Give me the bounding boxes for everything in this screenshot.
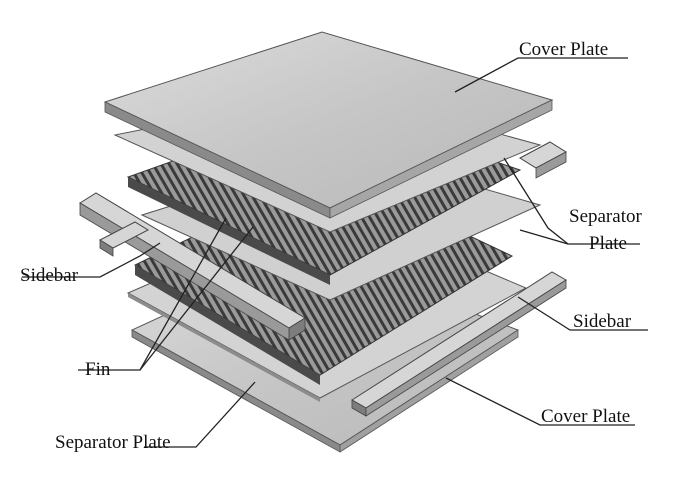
label-sidebar-right: Sidebar (573, 311, 632, 332)
leader-sidebar-left (22, 242, 161, 278)
sidebar-right-bar (351, 271, 567, 417)
leader-cover-plate-bottom (445, 377, 635, 426)
leader-lines (22, 57, 648, 448)
label-cover-plate-bottom: Cover Plate (541, 406, 630, 427)
sidebar-right-short-bar (519, 141, 567, 179)
leader-separator-right-b (519, 229, 569, 245)
label-sidebar-left: Sidebar (20, 265, 79, 286)
label-fin: Fin (85, 359, 111, 380)
leader-fin-b (139, 226, 254, 371)
label-separator-plate-right-line1: Separator (569, 206, 642, 227)
leader-sidebar-right (517, 296, 648, 331)
label-separator-plate-right-line2: Plate (589, 233, 627, 254)
leader-separator-right-a (503, 157, 640, 245)
label-separator-plate-bottom: Separator Plate (55, 432, 171, 453)
cover-plate-top (103, 31, 554, 219)
leader-separator-bottom (144, 381, 256, 448)
leader-cover-plate-top (454, 57, 628, 93)
label-cover-plate-top: Cover Plate (519, 39, 608, 60)
sidebar-left-short-bar (98, 221, 150, 257)
